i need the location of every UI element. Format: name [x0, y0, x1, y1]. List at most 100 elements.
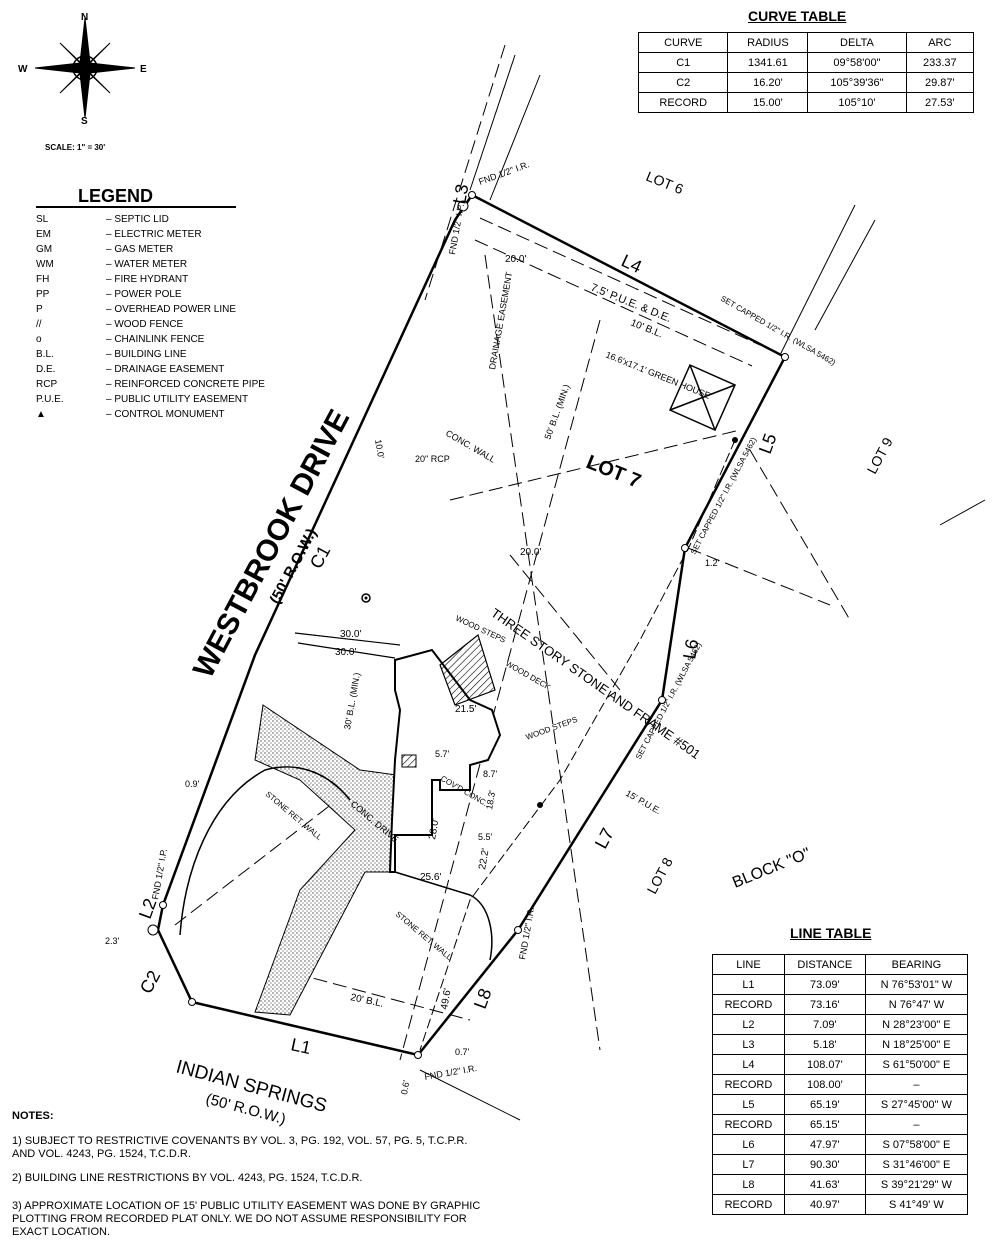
power-pole-icon [537, 802, 543, 808]
legend-rule [36, 206, 236, 208]
legend-symbol: GM [36, 244, 53, 255]
monument-icon [781, 353, 789, 361]
label-l7: L7 [591, 825, 618, 852]
legend-title: LEGEND [78, 186, 154, 206]
monument-icon [188, 998, 196, 1006]
table-cell: S 27°45'00" W [864, 1094, 969, 1115]
street-westbrook: WESTBROOK DRIVE [187, 404, 356, 683]
dim-87: 8.7' [483, 769, 498, 779]
table-header-cell: CURVE [637, 32, 729, 53]
house-label: THREE STORY STONE AND FRAME #501 [488, 605, 703, 762]
legend-desc: – CONTROL MONUMENT [106, 409, 225, 420]
greenhouse-icon [669, 364, 736, 431]
dim-215: 21.5' [455, 704, 476, 715]
table-cell: 47.97' [783, 1134, 866, 1155]
stone-wall-label-2: STONE RET. WALL [394, 910, 454, 963]
legend-item: SL– SEPTIC LID [36, 212, 169, 227]
legend-symbol: // [36, 319, 42, 330]
note-2: 2) BUILDING LINE RESTRICTIONS BY VOL. 42… [12, 1172, 363, 1184]
legend-desc: – CHAINLINK FENCE [106, 334, 205, 345]
legend-item: GM – GAS METER [36, 242, 173, 257]
table-cell: 40.97' [783, 1194, 866, 1215]
lot9-label: LOT 9 [864, 435, 896, 477]
legend-desc: – BUILDING LINE [106, 349, 187, 360]
legend-desc: – WATER METER [106, 259, 188, 270]
lot7-label: LOT 7 [583, 451, 644, 493]
table-cell: 15.00' [727, 92, 809, 113]
table-cell: 16.20' [727, 72, 809, 93]
cov-conc-hatch [401, 754, 417, 768]
legend-symbol: o [36, 334, 42, 345]
septic-lid-icon [364, 596, 368, 600]
pue-15-label: 15' P.U.E. [624, 788, 663, 816]
dim-20b: 20.0' [520, 547, 541, 558]
dim-12: 1.2' [705, 558, 720, 568]
row-lines [419, 54, 986, 1121]
dim-20a: 20.0' [505, 254, 526, 265]
legend-symbol: D.E. [36, 364, 56, 375]
label-l8: L8 [470, 986, 496, 1012]
table-cell: S 41°49' W [864, 1194, 969, 1215]
legend-symbol: SL [36, 214, 49, 225]
legend-desc: – ELECTRIC METER [106, 229, 202, 240]
legend-item: D.E. – DRAINAGE EASEMENT [36, 362, 224, 377]
legend-item: RCP– REINFORCED CONCRETE PIPE [36, 377, 265, 392]
drainage-easement-label: DRAINAGE EASEMENT [487, 271, 514, 371]
legend-symbol: ▲ [36, 409, 46, 420]
label-l5: L5 [755, 431, 781, 457]
monument-icon [414, 1051, 422, 1059]
dim-57: 5.7' [435, 749, 450, 759]
note-1: 1) SUBJECT TO RESTRICTIVE COVENANTS BY V… [12, 1135, 468, 1160]
legend-symbol: FH [36, 274, 50, 285]
dim-100: 10.0' [373, 439, 386, 460]
stone-ret-wall-south [394, 871, 493, 961]
note-3: 3) APPROXIMATE LOCATION OF 15' PUBLIC UT… [12, 1200, 481, 1238]
label-l6: L6 [679, 637, 702, 660]
legend-item: P.U.E.– PUBLIC UTILITY EASEMENT [36, 392, 248, 407]
dim-55: 5.5' [478, 832, 493, 842]
table-cell: 105°10' [807, 92, 907, 113]
setback-lines [294, 632, 401, 659]
table-cell: RECORD [712, 1194, 785, 1215]
table-cell: 108.07' [783, 1054, 866, 1075]
monument-icon [468, 191, 476, 199]
legend-symbol: RCP [36, 379, 58, 390]
table-cell: 1341.61 [727, 52, 809, 73]
legend-symbol: B.L. [36, 349, 54, 360]
block-label: BLOCK "O" [730, 845, 813, 892]
stone-ret-wall-west [179, 766, 351, 936]
legend-desc: – GAS METER [106, 244, 174, 255]
monument-icon [514, 926, 522, 934]
legend-item: o – CHAINLINK FENCE [36, 332, 204, 347]
overhead-power-line [419, 439, 736, 1051]
stone-wall-label-1: STONE RET. WALL [264, 790, 324, 843]
compass-s: S [81, 116, 88, 127]
table-cell: 65.19' [783, 1094, 866, 1115]
legend-item: WM– WATER METER [36, 257, 187, 272]
legend-desc: – DRAINAGE EASEMENT [106, 364, 225, 375]
scale-label: SCALE: 1" = 30' [45, 143, 106, 152]
legend-item: //– WOOD FENCE [36, 317, 183, 332]
bl-30-label: 30' B.L. (MIN.) [342, 672, 362, 731]
legend-item: P– OVERHEAD POWER LINE [36, 302, 236, 317]
north-arrow-compass: N S E W [18, 12, 147, 127]
dim-30a: 30.0' [340, 629, 361, 640]
greenhouse-label: 16.6'x17.1' GREEN HOUSE [604, 350, 712, 401]
dim-496: 49.6' [439, 987, 454, 1010]
dim-09: 0.9' [185, 779, 200, 789]
legend-item: ▲ – CONTROL MONUMENT [36, 407, 225, 422]
legend-item: EM– ELECTRIC METER [36, 227, 202, 242]
power-pole-icon [732, 437, 738, 443]
dim-06: 0.6' [399, 1079, 411, 1095]
septic-lid-icon [361, 593, 371, 603]
fnd-ir-bottom-label: FND 1/2" I.R. [424, 1063, 478, 1082]
fnd-ip-l2-label: FND 1/2" I.P. [150, 848, 169, 901]
